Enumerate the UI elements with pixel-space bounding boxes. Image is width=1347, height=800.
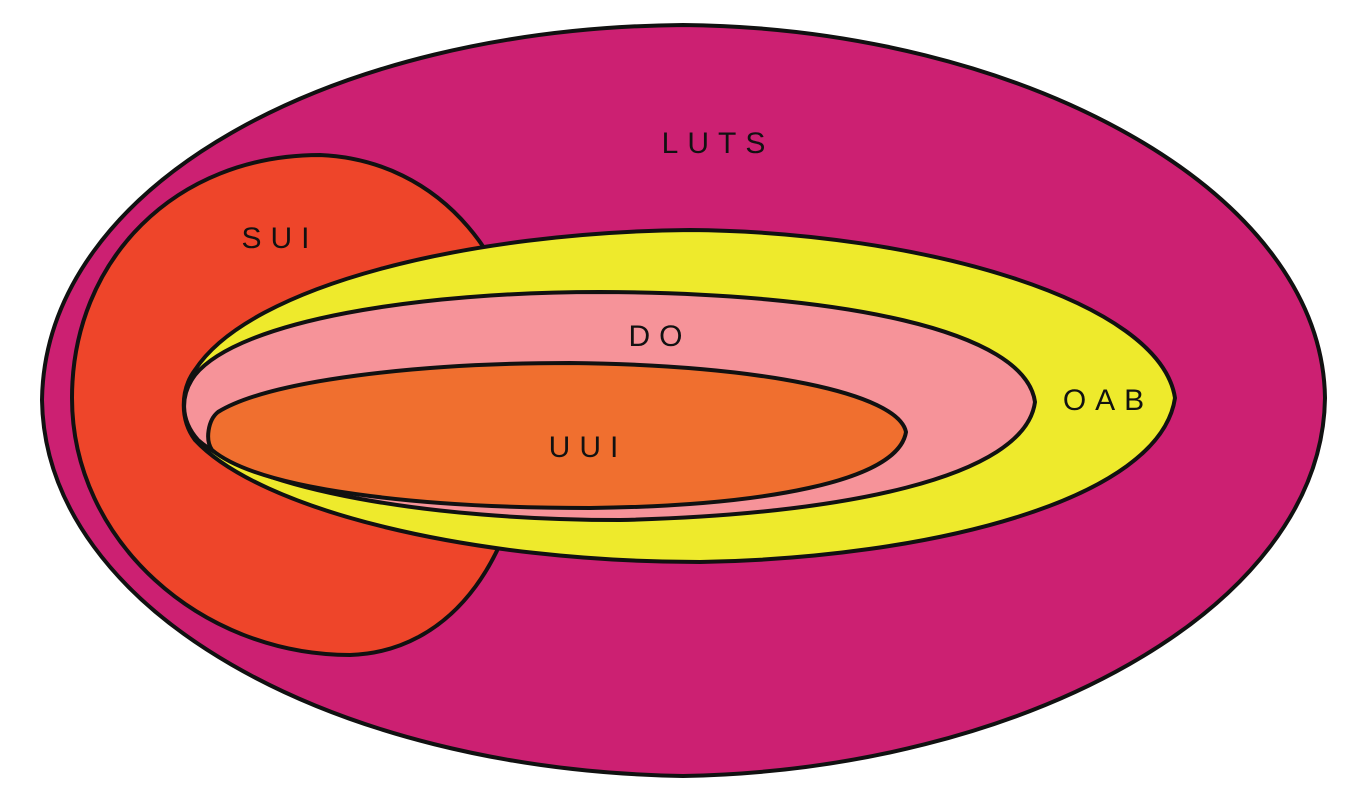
uui-region [206, 361, 908, 510]
do-label: DO [629, 320, 692, 353]
sui-label: SUI [241, 222, 318, 255]
oab-label: OAB [1063, 384, 1153, 417]
luts-label: LUTS [662, 127, 775, 160]
uui-label: UUI [549, 431, 628, 464]
